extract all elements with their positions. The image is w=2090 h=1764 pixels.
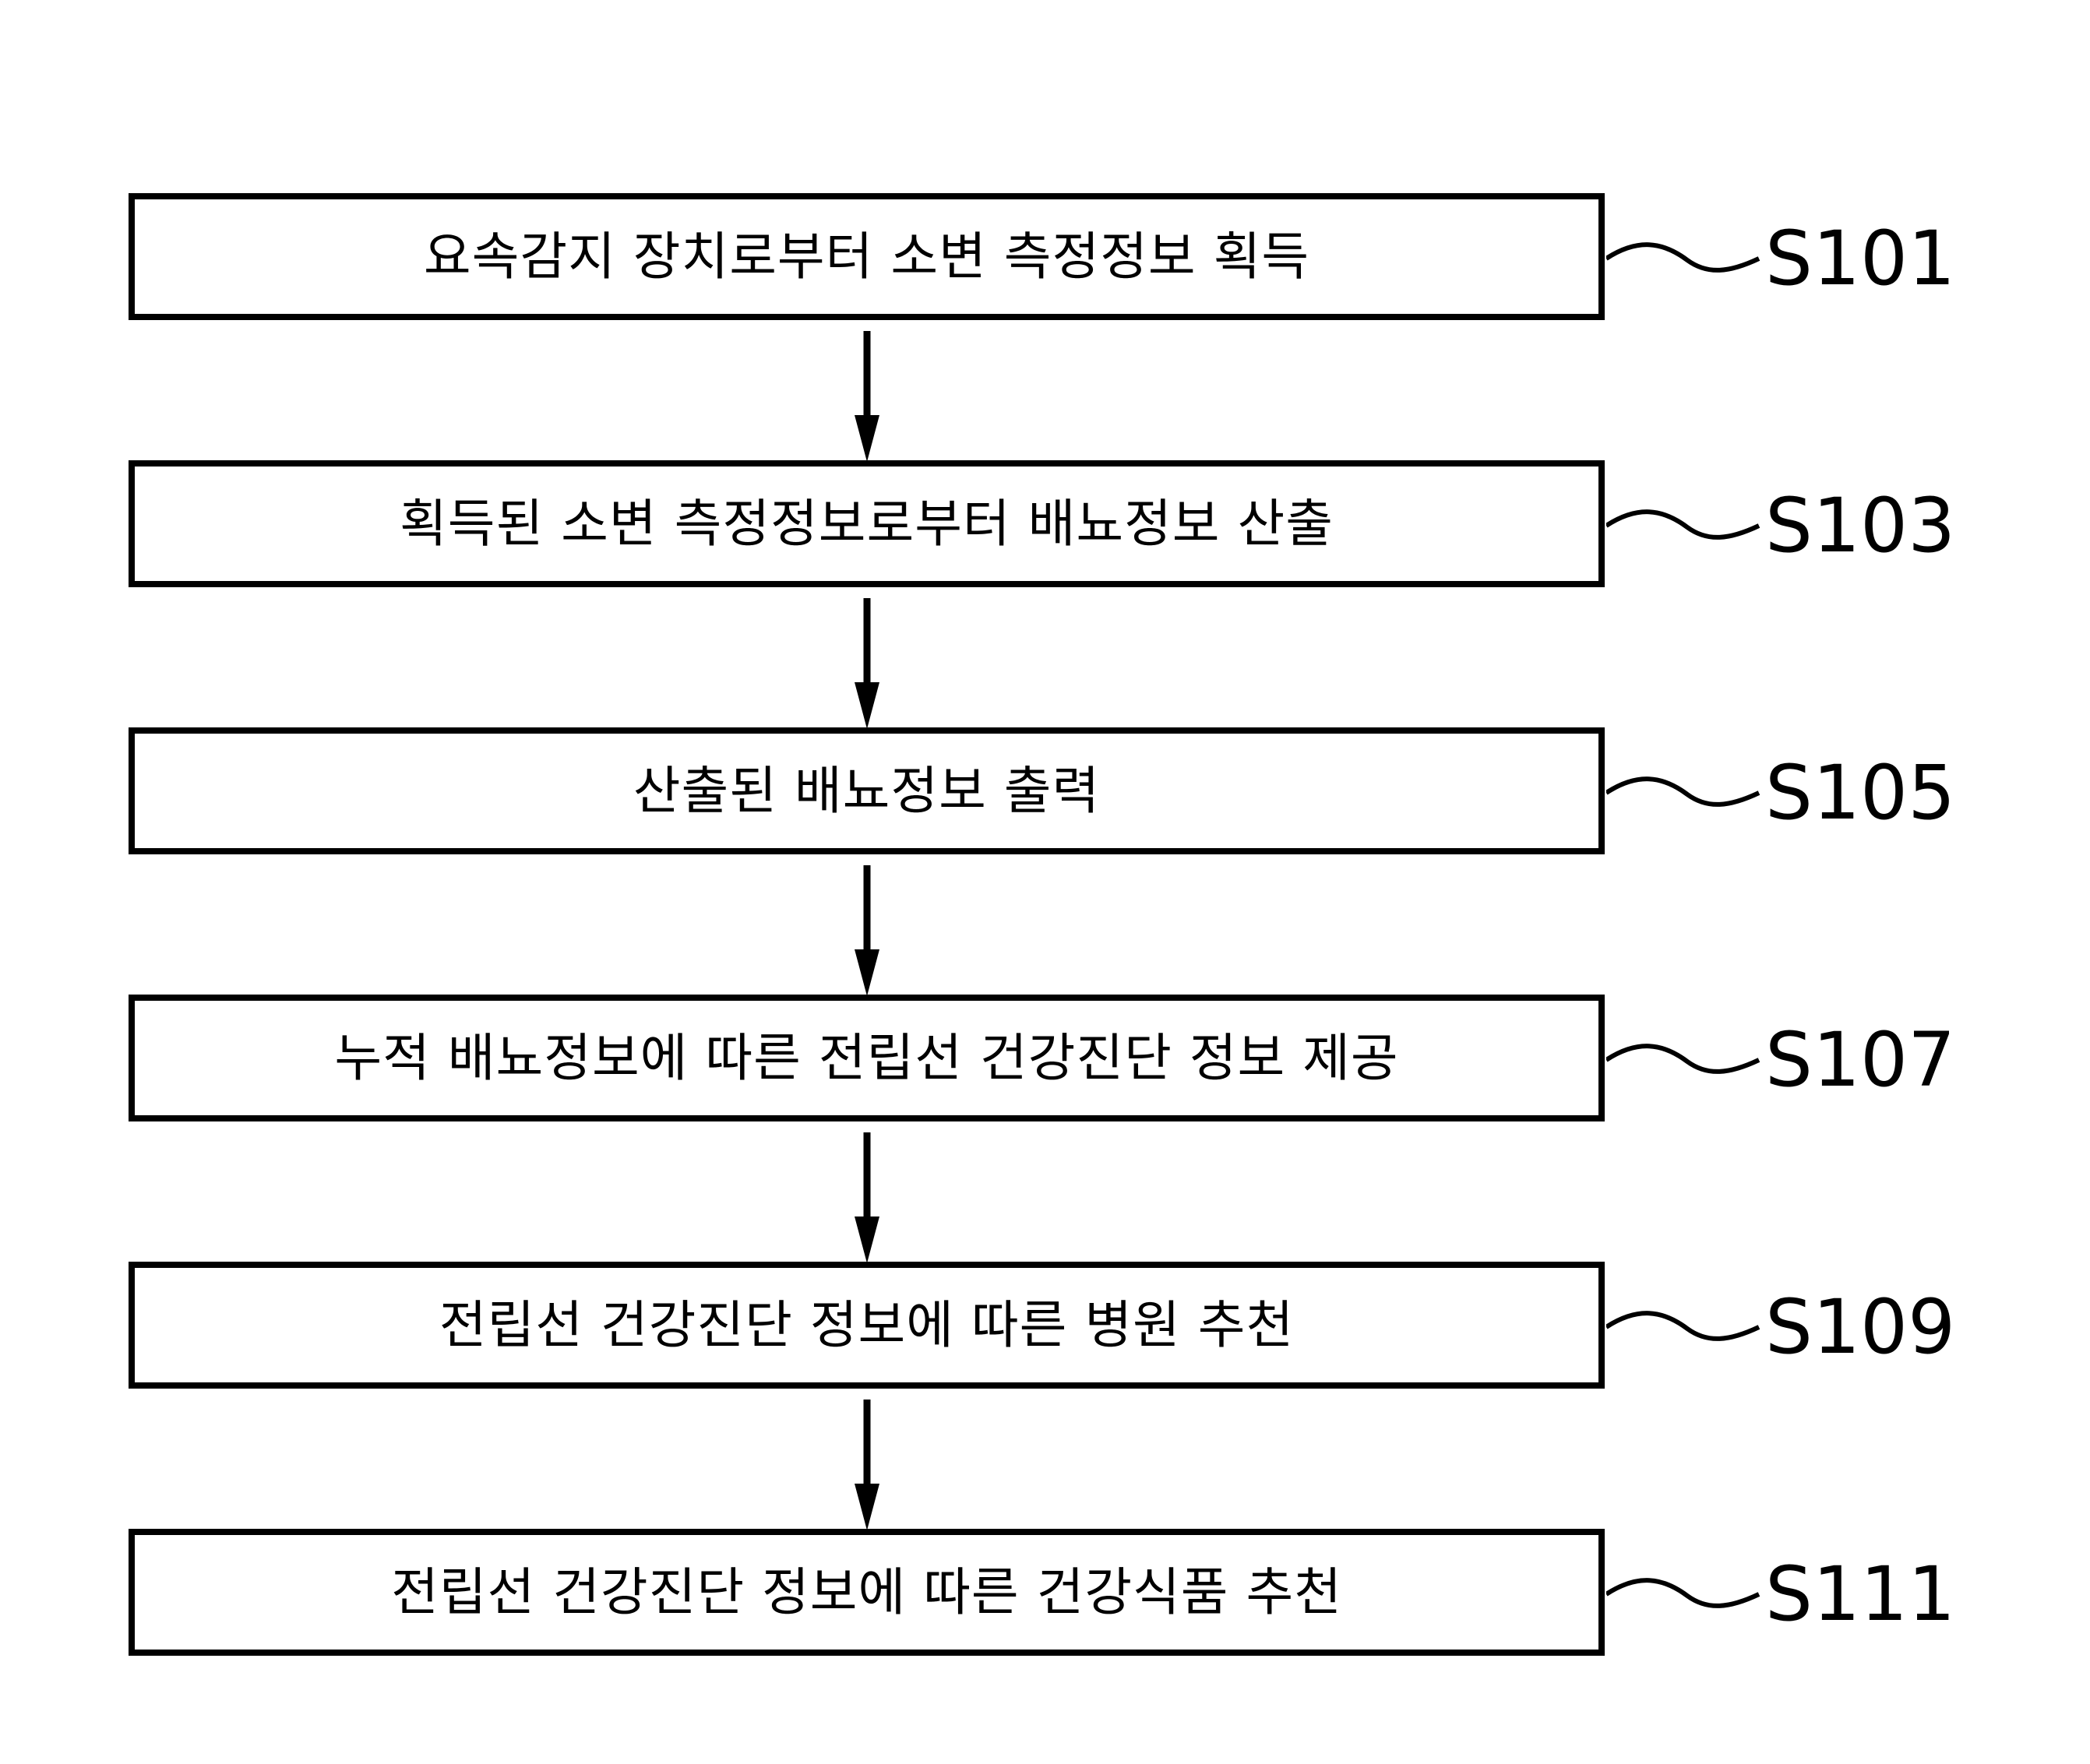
flow-step-ref-5: S109 (1765, 1283, 1956, 1371)
flow-callout-2: S103 (1606, 479, 1955, 572)
flow-arrow-4-to-5 (853, 1132, 881, 1263)
flow-callout-4: S107 (1606, 1013, 1955, 1107)
flow-step-ref-4: S107 (1765, 1016, 1956, 1104)
flow-arrow-1-to-2 (853, 331, 881, 462)
wavy-leader-icon (1606, 242, 1760, 273)
flow-callout-5: S109 (1606, 1280, 1955, 1374)
flow-step-text-5: 전립선 건강진단 정보에 따른 병원 추천 (439, 1294, 1295, 1355)
flow-step-text-3: 산출된 배뇨정보 출력 (633, 760, 1101, 821)
wavy-leader-icon (1606, 1311, 1760, 1341)
flow-step-ref-1: S101 (1765, 215, 1956, 302)
flow-step-text-1: 요속감지 장치로부터 소변 측정정보 획득 (423, 226, 1310, 287)
flow-arrow-5-to-6 (853, 1400, 881, 1530)
flow-step-text-2: 획득된 소변 측정정보로부터 배뇨정보 산출 (400, 493, 1334, 554)
flow-step-box-4: 누적 배뇨정보에 따른 전립선 건강진단 정보 제공 (129, 995, 1609, 1126)
flow-step-box-6: 전립선 건강진단 정보에 따른 건강식품 추천 (129, 1529, 1609, 1660)
flow-step-text-6: 전립선 건강진단 정보에 따른 건강식품 추천 (391, 1562, 1342, 1622)
wavy-leader-icon (1606, 509, 1760, 540)
flow-step-box-1: 요속감지 장치로부터 소변 측정정보 획득 (129, 193, 1609, 325)
flow-step-box-2: 획득된 소변 측정정보로부터 배뇨정보 산출 (129, 460, 1609, 592)
flow-step-ref-3: S105 (1765, 749, 1956, 836)
flow-step-ref-2: S103 (1765, 482, 1956, 569)
wavy-leader-icon (1606, 1044, 1760, 1074)
flow-callout-6: S111 (1606, 1547, 1955, 1641)
flow-step-ref-6: S111 (1765, 1551, 1956, 1638)
flow-step-box-3: 산출된 배뇨정보 출력 (129, 727, 1609, 859)
flow-step-box-5: 전립선 건강진단 정보에 따른 병원 추천 (129, 1262, 1609, 1393)
flow-callout-3: S105 (1606, 746, 1955, 840)
flow-callout-1: S101 (1606, 212, 1955, 305)
flow-arrow-3-to-4 (853, 865, 881, 996)
flow-step-text-4: 누적 배뇨정보에 따른 전립선 건강진단 정보 제공 (334, 1027, 1399, 1088)
flow-arrow-2-to-3 (853, 598, 881, 729)
wavy-leader-icon (1606, 776, 1760, 807)
wavy-leader-icon (1606, 1578, 1760, 1608)
